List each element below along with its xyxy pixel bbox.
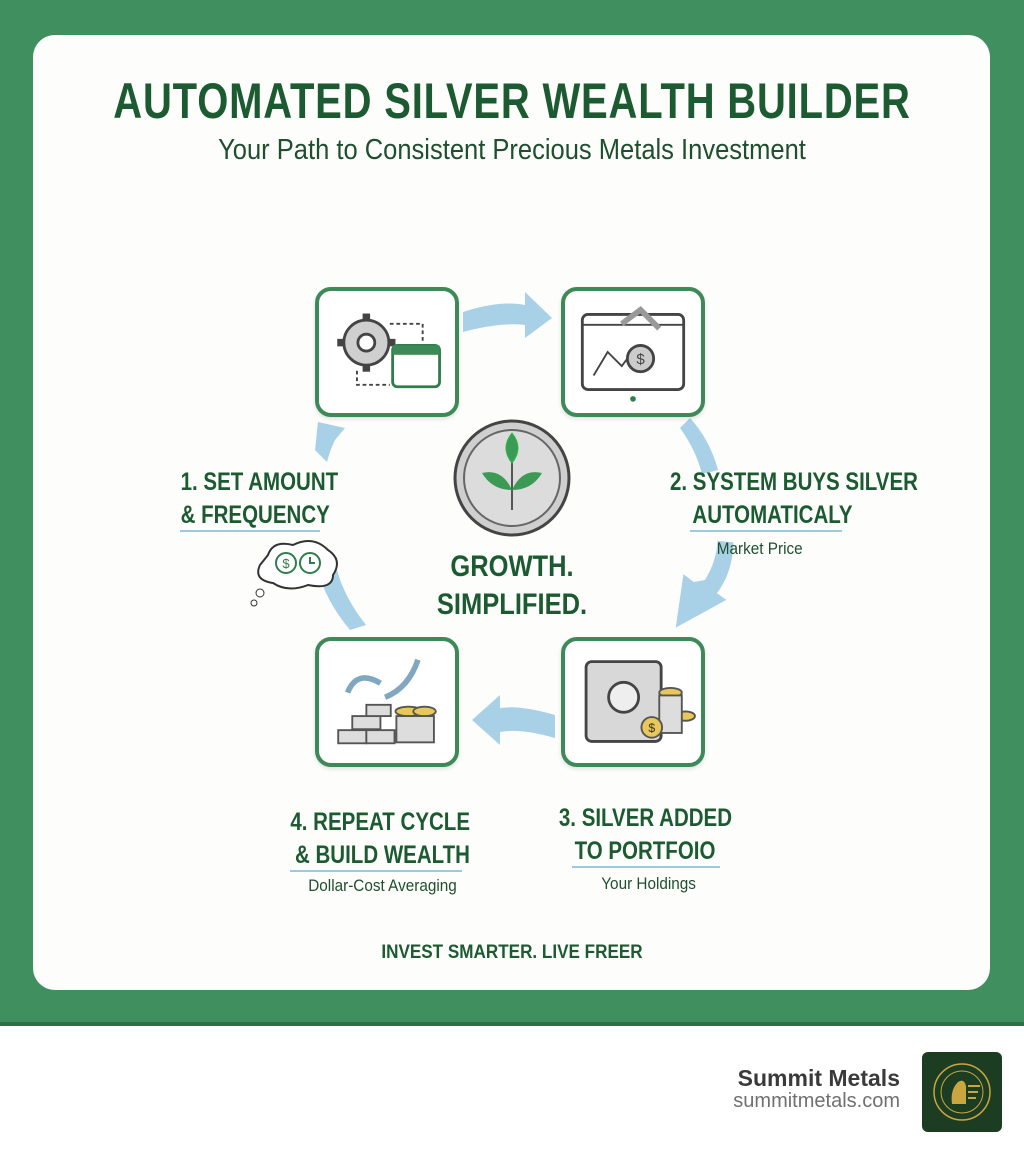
step-3-note: Your Holdings — [601, 874, 696, 893]
step-2-icon-box: $ — [561, 287, 705, 417]
arrow-2-to-3-top — [680, 418, 718, 474]
svg-text:$: $ — [648, 721, 655, 735]
robotic-arm-screen-icon: $ — [580, 306, 686, 402]
step-2-note: Market Price — [716, 539, 803, 558]
arrow-4-to-1-head — [315, 422, 345, 462]
center-slogan: GROWTH.SIMPLIFIED. — [436, 550, 588, 621]
page-title: AUTOMATED SILVER WEALTH BUILDER — [113, 73, 911, 129]
step-3-icon-box: $ — [561, 637, 705, 767]
silver-bars-coins-icon — [337, 658, 437, 745]
step-1-label: 1. SET AMOUNT& FREQUENCY — [180, 468, 339, 529]
arrow-2-to-3 — [675, 540, 734, 628]
step-3-underline — [572, 866, 720, 868]
money-time-thought-icon: $ — [250, 540, 338, 607]
page-subtitle: Your Path to Consistent Precious Metals … — [218, 134, 806, 166]
arrow-3-to-4 — [472, 695, 555, 745]
brand-name: Summit Metals — [737, 1065, 900, 1091]
summit-metals-logo — [922, 1052, 1002, 1132]
gear-calendar-icon — [337, 313, 441, 389]
cycle-arrows — [315, 292, 734, 745]
svg-text:$: $ — [282, 556, 290, 571]
growth-plant-coin-icon — [453, 419, 571, 537]
divider — [0, 1022, 1024, 1026]
step-4-icon-box — [315, 637, 459, 767]
step-2-underline — [690, 530, 842, 532]
svg-text:$: $ — [636, 351, 645, 368]
step-4-underline — [290, 870, 462, 872]
step-1-icon-box — [315, 287, 459, 417]
brand-url[interactable]: summitmetals.com — [733, 1090, 900, 1112]
vault-coins-icon: $ — [584, 660, 696, 743]
arrow-1-to-2 — [463, 292, 552, 338]
step-4-label: 4. REPEAT CYCLE& BUILD WEALTH — [290, 808, 470, 869]
step-1-underline — [180, 530, 320, 532]
step-4-note: Dollar-Cost Averaging — [308, 876, 457, 895]
tagline: INVEST SMARTER. LIVE FREER — [381, 942, 643, 963]
